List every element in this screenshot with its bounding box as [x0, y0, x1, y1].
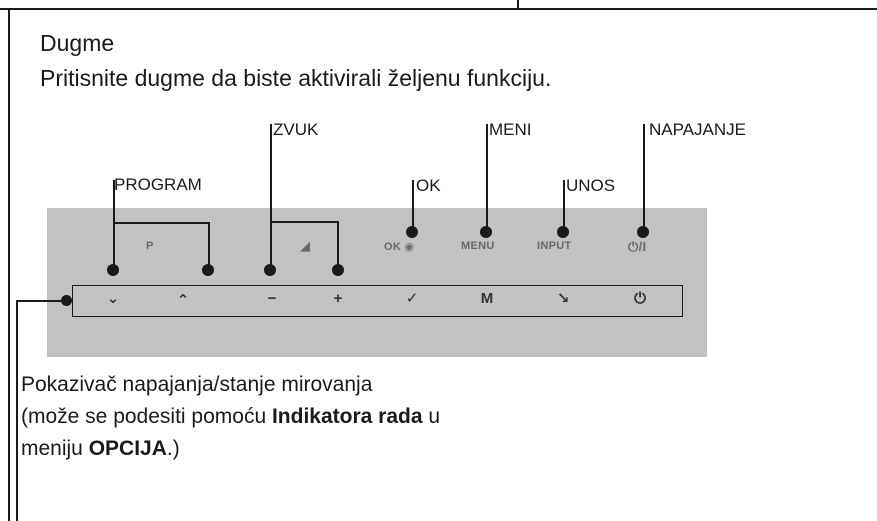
description: Pritisnite dugme da biste aktivirali žel…: [40, 65, 552, 91]
panel-label-volume: ◢: [300, 238, 311, 253]
program-down-dot: [107, 264, 119, 276]
zvuk-bracket-right: [337, 221, 339, 270]
program-label: PROGRAM: [114, 175, 202, 194]
indicator-callout-v: [16, 300, 18, 521]
meni-callout-line: [486, 124, 488, 230]
indicator-line-3: meniju OPCIJA.): [21, 437, 180, 460]
ok-dot: [406, 226, 418, 238]
button-strip: [72, 285, 683, 317]
panel-label-ok: OK ◉: [384, 241, 415, 253]
zvuk-callout-line: [270, 124, 272, 222]
program-bracket-right: [208, 222, 210, 270]
indicator-callout-h: [16, 300, 62, 302]
unos-dot: [557, 226, 569, 238]
volume-minus-button[interactable]: −: [267, 290, 277, 307]
unos-callout-line: [563, 180, 565, 230]
frame-left: [8, 8, 10, 521]
zvuk-bracket-top: [270, 221, 339, 223]
ok-callout-line: [412, 180, 414, 230]
volume-minus-dot: [264, 264, 276, 276]
panel-label-menu: MENU: [461, 240, 495, 252]
heading: Dugme: [40, 30, 115, 56]
program-up-button[interactable]: ⌃: [176, 292, 190, 309]
panel-label-p: P: [146, 240, 154, 252]
zvuk-label: ZVUK: [273, 120, 319, 139]
input-button[interactable]: ↘: [556, 290, 570, 307]
meni-dot: [480, 226, 492, 238]
ok-label: OK: [416, 176, 441, 195]
option-menu-term: OPCIJA: [88, 437, 167, 460]
meni-label: MENI: [489, 120, 532, 139]
indicator-description: Pokazivač napajanja/stanje mirovanja (mo…: [21, 369, 440, 465]
frame-top-left: [0, 8, 519, 10]
unos-label: UNOS: [566, 176, 616, 195]
program-bracket-top: [113, 222, 209, 224]
napajanje-callout-line: [643, 124, 645, 230]
frame-top-right: [517, 8, 877, 10]
napajanje-label: NAPAJANJE: [649, 120, 746, 139]
panel-label-input: INPUT: [537, 240, 572, 252]
volume-plus-dot: [332, 264, 344, 276]
indicator-mode-term: Indikatora rada: [271, 405, 423, 428]
zvuk-bracket-left: [270, 221, 272, 270]
power-indicator-led: [61, 295, 72, 306]
program-callout-line: [113, 180, 115, 216]
power-button[interactable]: ⏻: [634, 290, 646, 307]
menu-button[interactable]: M: [480, 290, 494, 307]
control-panel: [47, 208, 707, 357]
panel-label-power: ⏻/I: [628, 239, 647, 254]
indicator-line-2: (može se podesiti pomoću Indikatora rada…: [21, 405, 441, 428]
napajanje-dot: [637, 226, 649, 238]
frame-top-notch: [517, 0, 519, 10]
program-down-button[interactable]: ⌄: [106, 290, 120, 307]
program-bracket-left: [113, 216, 115, 270]
ok-button[interactable]: ✓: [405, 290, 419, 307]
indicator-line-1: Pokazivač napajanja/stanje mirovanja: [21, 373, 373, 396]
program-up-dot: [202, 264, 214, 276]
volume-plus-button[interactable]: +: [333, 290, 343, 307]
